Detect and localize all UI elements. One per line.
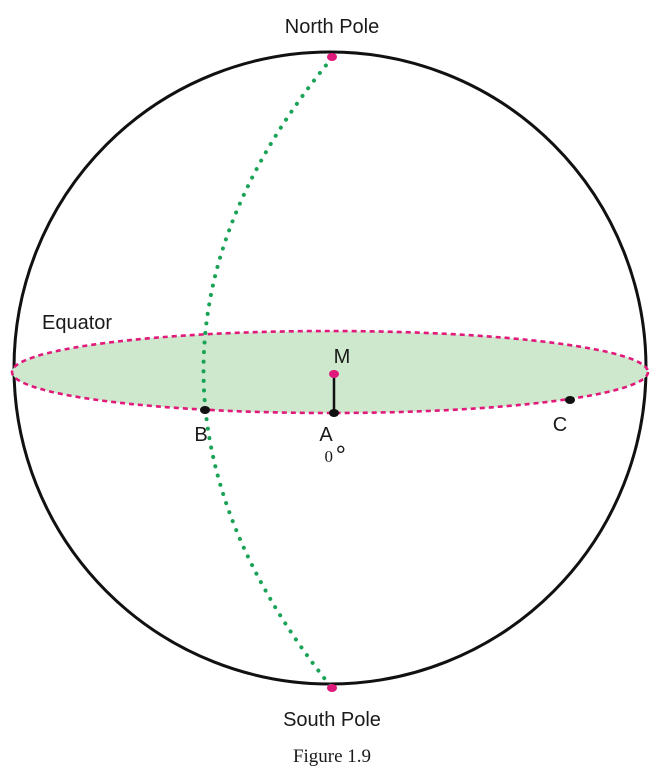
- point-m: [329, 370, 339, 378]
- point-m-label: M: [334, 346, 351, 368]
- south-pole-label: South Pole: [283, 709, 381, 731]
- point-a: [329, 409, 339, 417]
- point-b-label: B: [194, 424, 207, 446]
- equator-label: Equator: [42, 312, 112, 334]
- angle-degree-sign: °: [336, 442, 346, 468]
- north-pole-point: [327, 53, 337, 61]
- angle-value: 0: [325, 447, 334, 466]
- point-c: [565, 396, 575, 404]
- point-c-label: C: [553, 414, 567, 436]
- meridian-line: [201, 56, 334, 690]
- point-a-label: A: [319, 424, 333, 446]
- north-pole-label: North Pole: [285, 16, 380, 38]
- figure-caption: Figure 1.9: [293, 746, 371, 767]
- south-pole-point: [327, 684, 337, 692]
- point-b: [200, 406, 210, 414]
